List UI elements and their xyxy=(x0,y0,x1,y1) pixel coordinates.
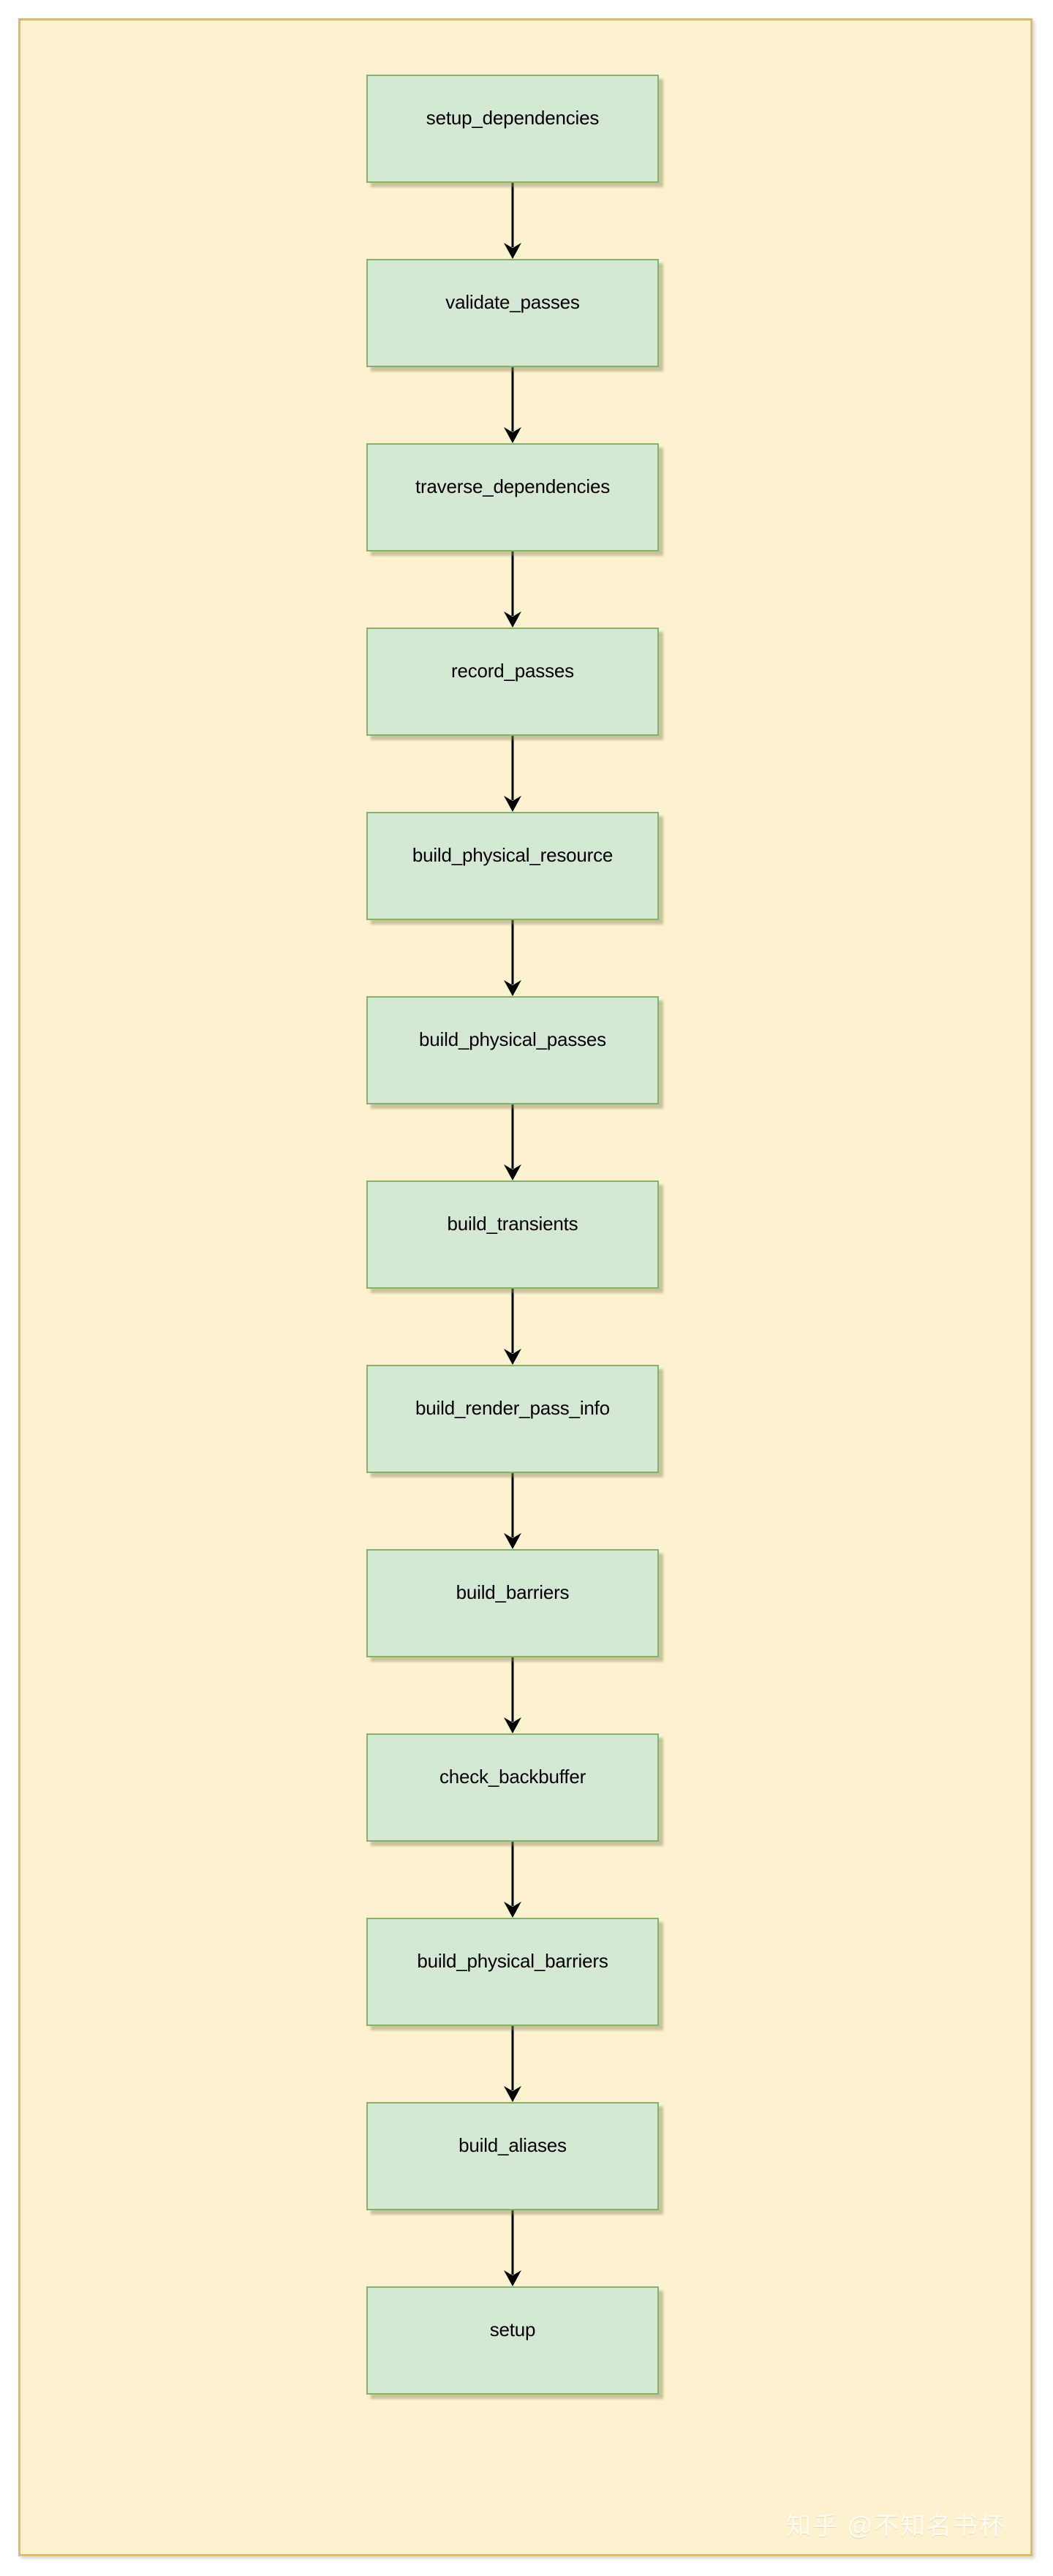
flow-node-label: build_aliases xyxy=(458,2134,567,2156)
flow-node-label: build_transients xyxy=(447,1213,578,1235)
flow-node-label: build_physical_resource xyxy=(412,844,614,866)
flow-arrow xyxy=(491,1289,535,1365)
flow-node-traverse_dependencies[interactable]: traverse_dependencies xyxy=(366,443,659,551)
flow-arrow xyxy=(491,1473,535,1549)
flow-arrow xyxy=(491,1104,535,1180)
watermark-text: 知乎 @不知名书杯 xyxy=(786,2512,1005,2540)
flow-node-build_render_pass_info[interactable]: build_render_pass_info xyxy=(366,1365,659,1473)
flow-node-build_barriers[interactable]: build_barriers xyxy=(366,1549,659,1657)
flow-node-label: build_barriers xyxy=(456,1581,570,1603)
flow-arrow xyxy=(491,1657,535,1733)
flow-node-label: setup xyxy=(489,2319,536,2340)
flow-arrow xyxy=(491,1842,535,1918)
flow-arrow xyxy=(491,736,535,812)
flow-node-build_physical_resource[interactable]: build_physical_resource xyxy=(366,812,659,920)
flow-arrow xyxy=(491,551,535,628)
flow-node-label: validate_passes xyxy=(445,291,580,313)
flow-node-validate_passes[interactable]: validate_passes xyxy=(366,259,659,367)
flow-arrow xyxy=(491,2026,535,2102)
flow-node-label: check_backbuffer xyxy=(439,1766,586,1788)
flow-node-label: build_physical_passes xyxy=(419,1028,606,1050)
flow-node-setup[interactable]: setup xyxy=(366,2286,659,2395)
flow-arrow xyxy=(491,367,535,443)
flow-node-setup_dependencies[interactable]: setup_dependencies xyxy=(366,75,659,183)
flow-node-label: build_render_pass_info xyxy=(415,1397,610,1419)
flow-node-label: traverse_dependencies xyxy=(415,475,611,497)
flow-node-check_backbuffer[interactable]: check_backbuffer xyxy=(366,1733,659,1842)
flow-node-build_physical_barriers[interactable]: build_physical_barriers xyxy=(366,1918,659,2026)
flow-arrow xyxy=(491,183,535,259)
flow-node-build_physical_passes[interactable]: build_physical_passes xyxy=(366,996,659,1104)
flow-arrow xyxy=(491,920,535,996)
flow-node-build_aliases[interactable]: build_aliases xyxy=(366,2102,659,2210)
flow-arrow xyxy=(491,2210,535,2286)
flow-node-label: setup_dependencies xyxy=(426,107,600,129)
flow-node-build_transients[interactable]: build_transients xyxy=(366,1180,659,1289)
flow-node-record_passes[interactable]: record_passes xyxy=(366,628,659,736)
flow-node-label: build_physical_barriers xyxy=(417,1950,608,1972)
flow-node-label: record_passes xyxy=(451,660,574,682)
